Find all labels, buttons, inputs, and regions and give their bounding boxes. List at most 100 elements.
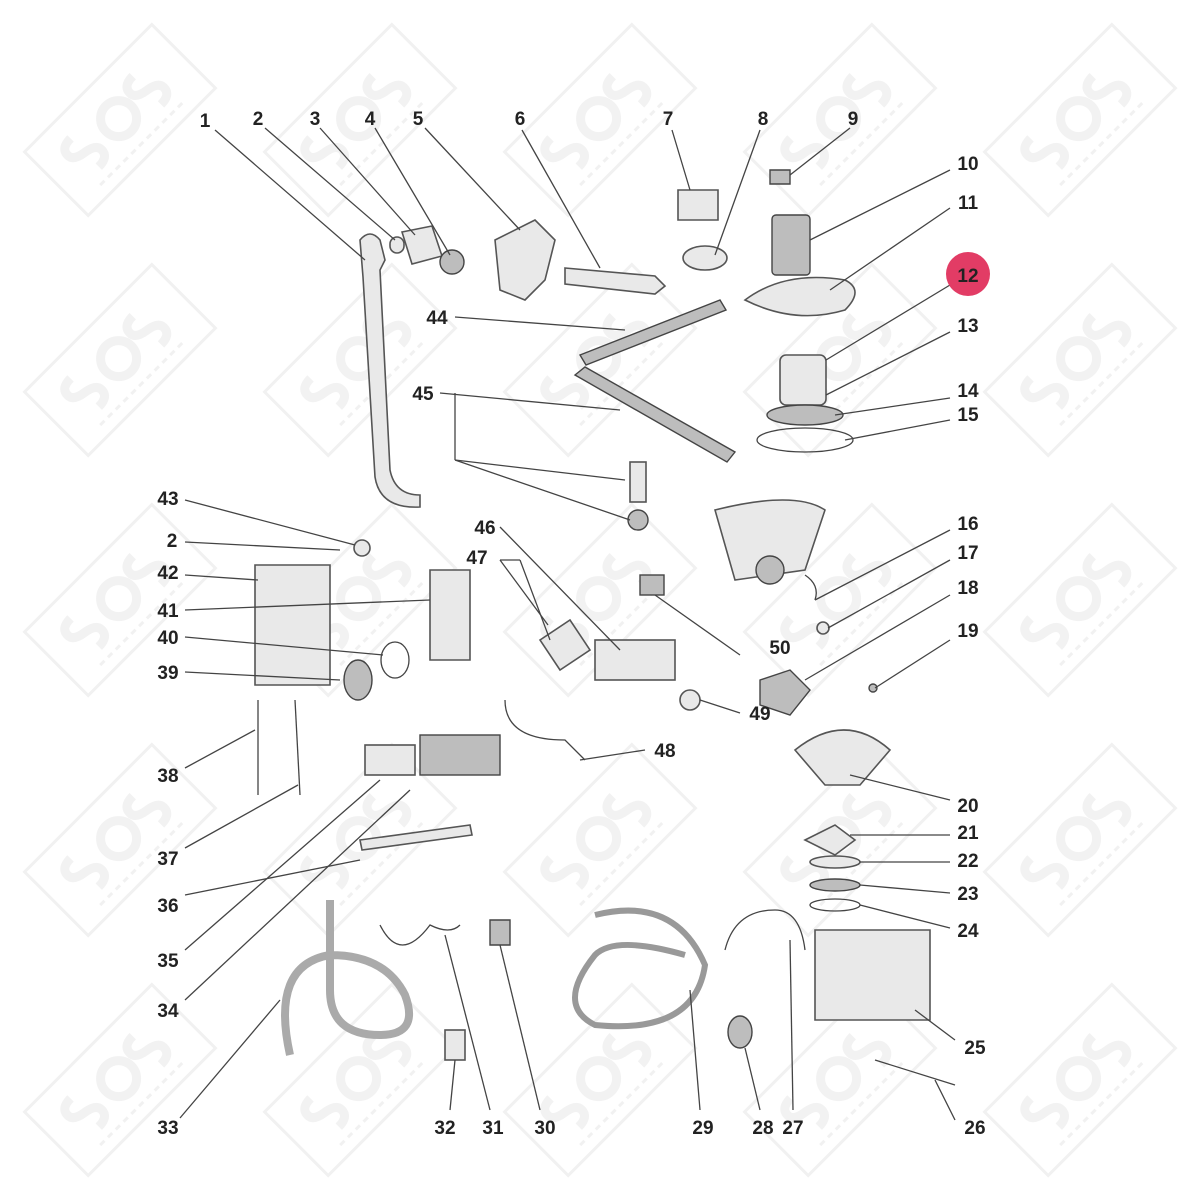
part-42-tank [254, 564, 331, 686]
part-41-cover [429, 569, 471, 661]
callout-8[interactable]: 8 [758, 109, 769, 130]
callout-4[interactable]: 4 [365, 109, 376, 130]
callout-40[interactable]: 40 [157, 628, 178, 649]
callout-41[interactable]: 41 [157, 601, 179, 622]
callout-32[interactable]: 32 [434, 1118, 455, 1139]
part-1-pipe [359, 233, 421, 508]
callout-2[interactable]: 2 [167, 531, 178, 552]
watermark-logo [982, 742, 1178, 938]
callout-31[interactable]: 31 [482, 1118, 504, 1139]
leader-line [809, 169, 951, 241]
callout-45[interactable]: 45 [412, 384, 434, 405]
callout-23[interactable]: 23 [957, 884, 978, 905]
callout-12[interactable]: 12 [957, 266, 978, 287]
callout-38[interactable]: 38 [157, 766, 178, 787]
watermark-logo [502, 982, 698, 1178]
callout-2[interactable]: 2 [253, 109, 264, 130]
callout-44[interactable]: 44 [426, 308, 448, 329]
watermark-logo [502, 22, 698, 218]
leader-line [439, 392, 621, 411]
callout-22[interactable]: 22 [957, 851, 978, 872]
leader-line [714, 129, 761, 256]
callout-28[interactable]: 28 [752, 1118, 773, 1139]
leader-line [789, 127, 851, 176]
part-46-pump [594, 639, 676, 681]
leader-line [521, 129, 601, 269]
part-11-plate [743, 276, 856, 317]
part-6-tube [564, 267, 667, 295]
part-31-cable [379, 924, 461, 946]
callout-1[interactable]: 1 [200, 111, 211, 132]
leader-line [874, 639, 951, 689]
callout-37[interactable]: 37 [157, 849, 178, 870]
callout-17[interactable]: 17 [957, 543, 978, 564]
callout-14[interactable]: 14 [957, 381, 979, 402]
leader-line [214, 129, 366, 261]
part-37-tube [294, 699, 301, 796]
watermark-logo [22, 502, 218, 698]
callout-36[interactable]: 36 [157, 896, 178, 917]
callout-18[interactable]: 18 [957, 578, 978, 599]
leader-line [519, 559, 551, 641]
callout-39[interactable]: 39 [157, 663, 178, 684]
callout-43[interactable]: 43 [157, 489, 178, 510]
callout-25[interactable]: 25 [964, 1038, 986, 1059]
callout-48[interactable]: 48 [654, 741, 675, 762]
part-48-hose [504, 699, 586, 761]
callout-15[interactable]: 15 [957, 405, 979, 426]
part-15-gasket [756, 427, 854, 453]
callout-34[interactable]: 34 [157, 1001, 179, 1022]
leader-line [825, 331, 951, 396]
callout-11[interactable]: 11 [958, 193, 979, 214]
leader-line [454, 316, 626, 331]
callout-46[interactable]: 46 [474, 518, 495, 539]
leader-line [179, 999, 281, 1119]
callout-3[interactable]: 3 [310, 109, 321, 130]
leader-line [184, 541, 341, 551]
callout-21[interactable]: 21 [957, 823, 979, 844]
highlight-marker [946, 252, 990, 296]
leader-line [499, 526, 621, 651]
callout-49[interactable]: 49 [749, 704, 770, 725]
callout-10[interactable]: 10 [957, 154, 978, 175]
leader-line [184, 859, 361, 896]
leader-line [319, 127, 416, 236]
leader-line [579, 749, 646, 761]
callout-24[interactable]: 24 [957, 921, 979, 942]
part-19-screw [868, 683, 878, 693]
leader-line [184, 671, 341, 681]
watermark-logo [982, 982, 1178, 1178]
callout-42[interactable]: 42 [157, 563, 178, 584]
callout-50[interactable]: 50 [769, 638, 790, 659]
part-26-rod [874, 1059, 956, 1086]
leader-line [689, 989, 701, 1111]
part-29-drain-hose [572, 907, 709, 1030]
watermark-logo [982, 262, 1178, 458]
callout-30[interactable]: 30 [534, 1118, 555, 1139]
callout-9[interactable]: 9 [848, 109, 859, 130]
callout-6[interactable]: 6 [515, 109, 526, 130]
callout-7[interactable]: 7 [663, 109, 674, 130]
leader-line [184, 636, 384, 656]
leader-line [374, 127, 451, 256]
callout-47[interactable]: 47 [466, 548, 487, 569]
part-7-clip [677, 189, 719, 221]
leader-line [449, 1059, 456, 1111]
callout-19[interactable]: 19 [957, 621, 978, 642]
callout-13[interactable]: 13 [957, 316, 978, 337]
callout-35[interactable]: 35 [157, 951, 179, 972]
callout-27[interactable]: 27 [782, 1118, 803, 1139]
callout-29[interactable]: 29 [692, 1118, 713, 1139]
leader-line [844, 419, 951, 441]
leader-line [829, 207, 951, 291]
callout-26[interactable]: 26 [964, 1118, 985, 1139]
leader-line [184, 789, 411, 1001]
callout-5[interactable]: 5 [413, 109, 424, 130]
leader-line [671, 129, 691, 191]
callout-33[interactable]: 33 [157, 1118, 178, 1139]
callout-20[interactable]: 20 [957, 796, 978, 817]
leader-line [825, 284, 951, 361]
callout-16[interactable]: 16 [957, 514, 978, 535]
watermark-logo [22, 262, 218, 458]
